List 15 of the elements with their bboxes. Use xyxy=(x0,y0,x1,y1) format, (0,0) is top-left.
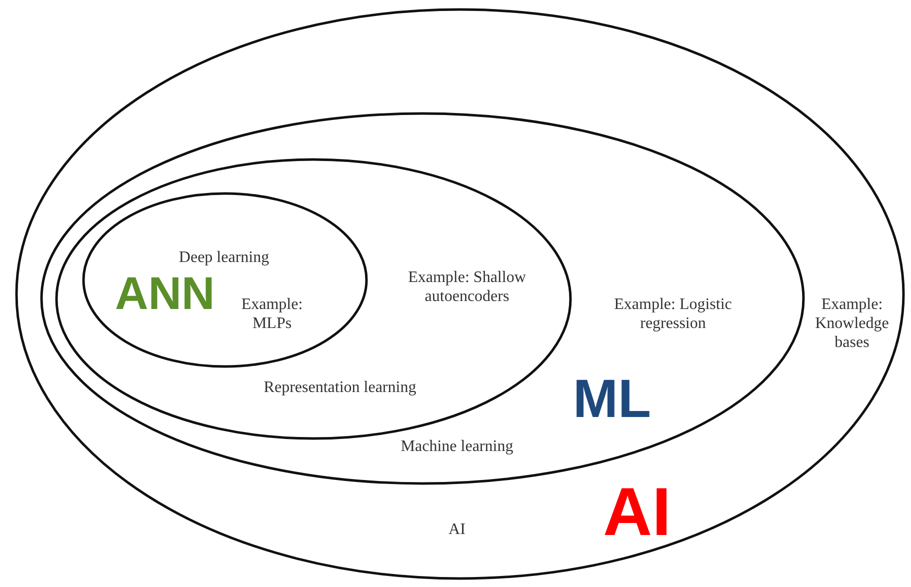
overlay-label: ML xyxy=(573,372,651,426)
set-label: Deep learning xyxy=(178,248,270,267)
set-label: AI xyxy=(448,520,466,539)
set-label: Machine learning xyxy=(400,437,514,456)
example-text: Example: Logistic regression xyxy=(613,295,733,333)
set-ellipse xyxy=(15,8,905,580)
set-ellipse xyxy=(82,192,368,368)
set-ellipse xyxy=(40,112,805,485)
example-text: Example: MLPs xyxy=(240,295,304,333)
example-text: Example: Shallow autoencoders xyxy=(407,268,527,306)
overlay-label: AI xyxy=(603,478,671,546)
overlay-label: ANN xyxy=(115,270,215,316)
set-ellipse xyxy=(55,158,572,440)
example-text: Example: Knowledge bases xyxy=(814,295,890,352)
set-label: Representation learning xyxy=(262,378,418,397)
